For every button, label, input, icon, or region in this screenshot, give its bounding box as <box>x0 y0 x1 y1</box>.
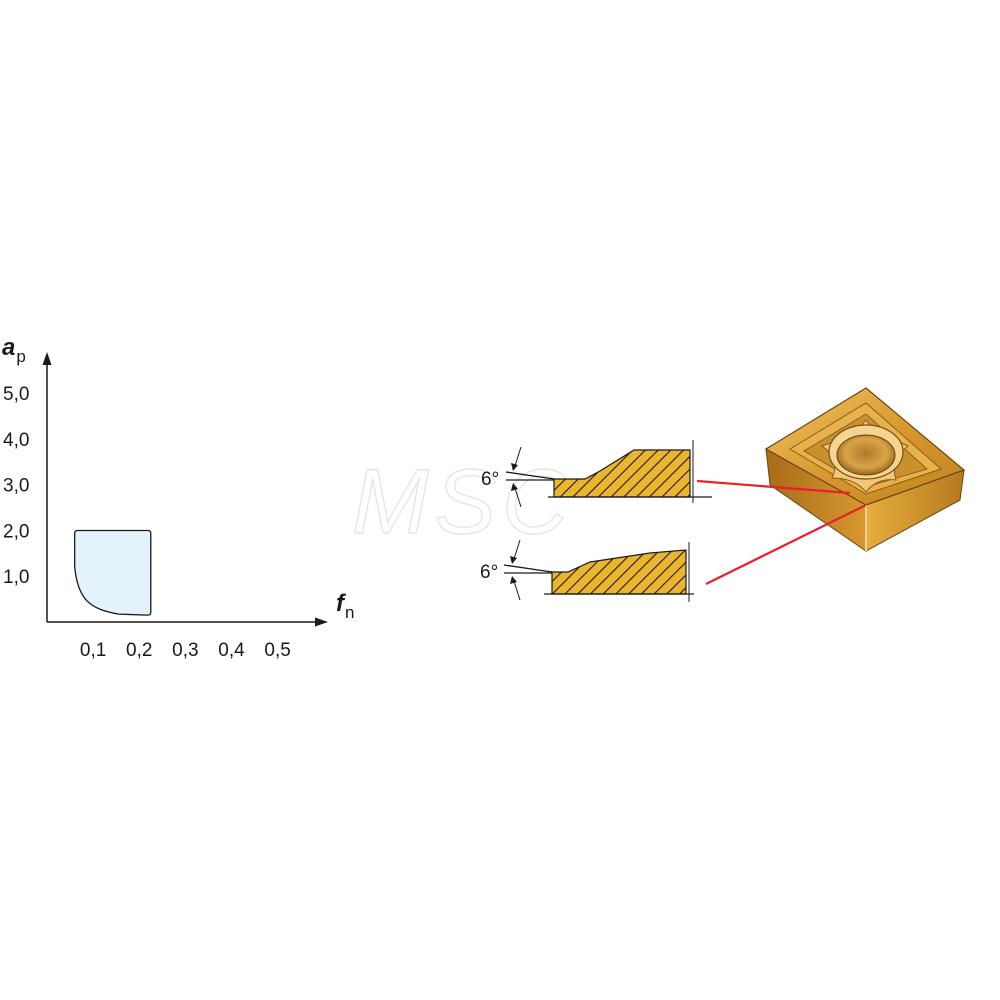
profile-lower-arrowhead-top <box>510 556 517 564</box>
x-axis-ticks: 0,1 0,2 0,3 0,4 0,5 <box>80 640 291 661</box>
y-tick-label: 1,0 <box>3 567 29 588</box>
x-axis-symbol: f <box>336 590 346 617</box>
chip-breaker-profile-lower: 6° <box>480 539 694 602</box>
profile-upper-angle-label: 6° <box>481 469 499 490</box>
watermark-text: MSC <box>352 451 574 553</box>
insert-illustration <box>764 387 966 552</box>
chip-breaker-profile-upper: 6° <box>481 440 712 508</box>
y-axis-arrow <box>42 352 52 365</box>
x-tick-label: 0,2 <box>126 640 152 661</box>
profile-upper-angle-line <box>505 471 555 480</box>
y-axis-subscript: p <box>16 347 25 366</box>
cutting-range-chart: 1,0 2,0 3,0 4,0 5,0 0,1 0,2 0,3 0,4 0,5 ap fn <box>2 334 354 661</box>
application-area <box>74 529 152 616</box>
y-axis-symbol: a <box>2 334 15 361</box>
profile-lower-angle-line <box>503 564 553 573</box>
profile-upper-section <box>553 449 691 498</box>
profile-upper-arrowhead-bottom <box>511 483 518 491</box>
y-tick-label: 3,0 <box>3 476 29 497</box>
profile-lower-section <box>551 549 687 595</box>
y-axis-label: ap <box>2 334 26 366</box>
x-tick-label: 0,1 <box>80 640 106 661</box>
x-axis-arrow <box>315 617 328 627</box>
profile-lower-angle-label: 6° <box>480 562 498 583</box>
x-axis-label: fn <box>336 590 354 622</box>
x-tick-label: 0,5 <box>264 640 290 661</box>
insert-hole <box>836 434 896 476</box>
y-axis-ticks: 1,0 2,0 3,0 4,0 5,0 <box>3 384 29 588</box>
x-axis-subscript: n <box>345 603 354 622</box>
y-tick-label: 4,0 <box>3 430 29 451</box>
profile-upper-arrowhead-top <box>511 463 518 471</box>
y-tick-label: 2,0 <box>3 521 29 542</box>
y-tick-label: 5,0 <box>3 384 29 405</box>
x-tick-label: 0,4 <box>218 640 245 661</box>
leader-line-upper <box>696 479 851 495</box>
profile-lower-arrowhead-bottom <box>510 576 517 584</box>
leader-line-lower <box>705 504 867 585</box>
x-tick-label: 0,3 <box>172 640 198 661</box>
